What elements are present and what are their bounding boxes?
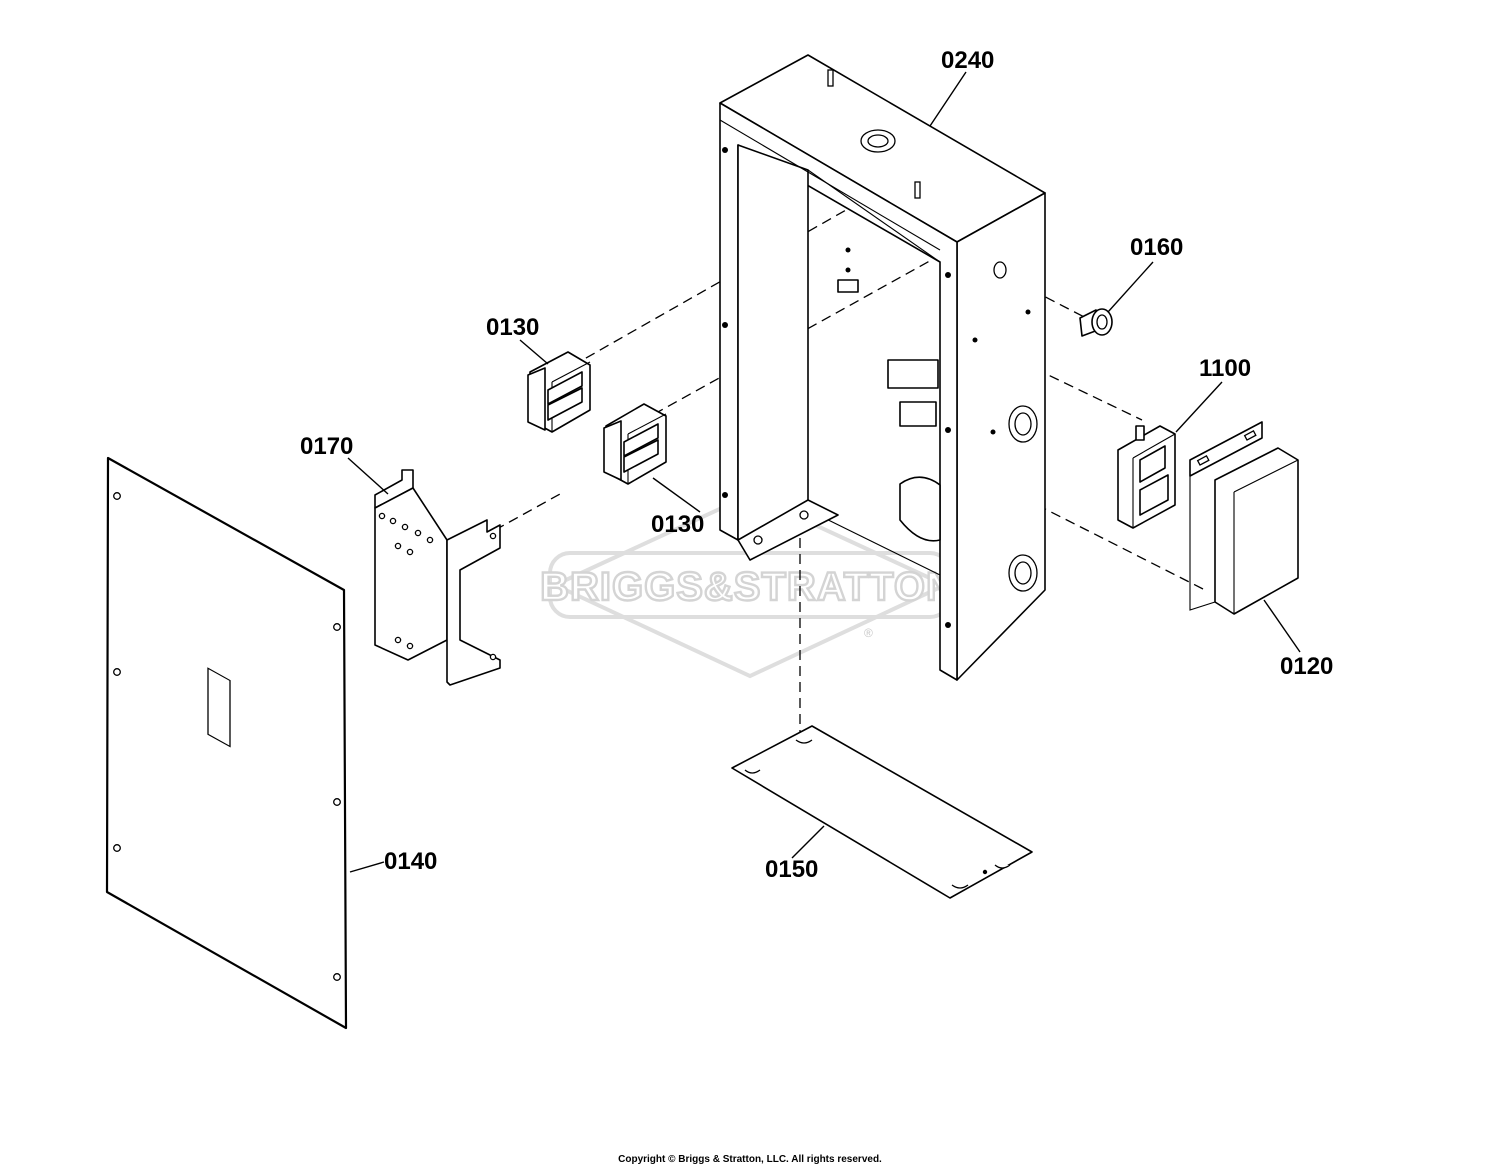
bracket-0170 — [374, 469, 501, 686]
terminal-block-0130-upper — [527, 351, 591, 433]
cover-panel-0140 — [105, 456, 348, 1030]
callout-labels: 0240 0160 0130 0130 1100 0170 0120 0140 … — [300, 47, 1333, 883]
box-0120 — [1189, 421, 1299, 615]
watermark-text: BRIGGS&STRATTON — [540, 565, 956, 609]
bottom-plate-0150 — [731, 725, 1033, 899]
callout-0130-upper: 0130 — [486, 314, 539, 341]
leader-lines — [347, 71, 1301, 873]
terminal-block-0130-lower — [603, 403, 667, 485]
copyright-notice: Copyright © Briggs & Stratton, LLC. All … — [618, 1154, 882, 1165]
callout-0120: 0120 — [1280, 653, 1333, 680]
callout-0140: 0140 — [384, 848, 437, 875]
controller-1100 — [1117, 425, 1176, 529]
enclosure-0240 — [719, 54, 1046, 681]
dash-1100 — [991, 347, 1143, 421]
watermark-logo: BRIGGS&STRATTON ® — [539, 492, 956, 679]
callout-0240: 0240 — [941, 47, 994, 74]
plug-0160 — [1079, 308, 1113, 337]
callout-0170: 0170 — [300, 433, 353, 460]
callout-0130-lower: 0130 — [651, 511, 704, 538]
callout-1100: 1100 — [1199, 355, 1251, 382]
dash-0170 — [494, 493, 561, 531]
watermark-registered-mark: ® — [864, 626, 873, 640]
callout-0160: 0160 — [1130, 234, 1183, 261]
dash-0120 — [979, 475, 1206, 591]
callout-0150: 0150 — [765, 856, 818, 883]
